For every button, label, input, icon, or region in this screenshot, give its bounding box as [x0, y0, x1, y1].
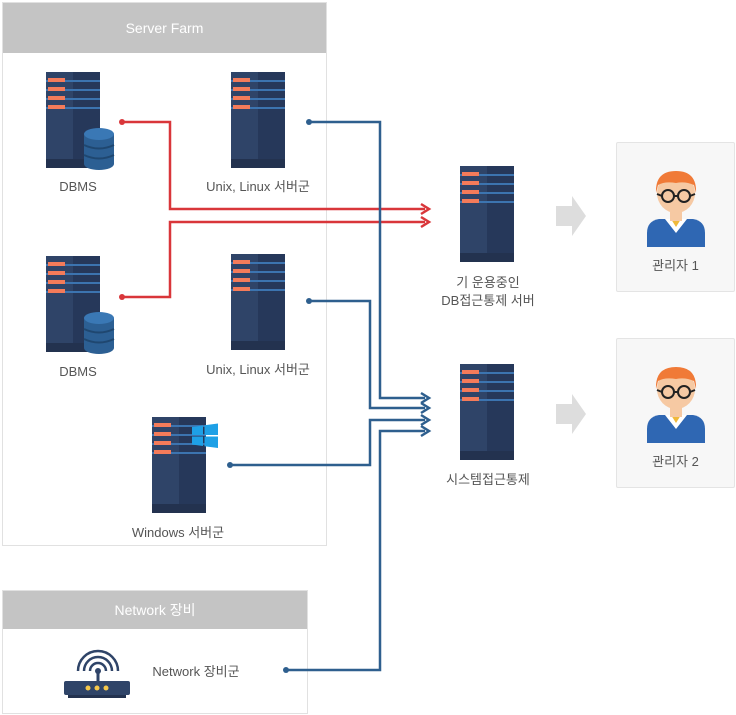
system-access-label: 시스템접근통제 — [446, 472, 530, 487]
windows-logo-icon — [192, 423, 218, 448]
network-header: Network 장비 — [3, 591, 307, 629]
database-icon-2 — [83, 311, 115, 355]
existing-db-server — [460, 166, 514, 262]
dbms-label-1: DBMS — [59, 179, 97, 194]
unix-label-1: Unix, Linux 서버군 — [206, 179, 310, 194]
existing-db-label-line2: DB접근통제 서버 — [441, 293, 535, 308]
unix-server-2 — [231, 254, 285, 350]
dbms-label-2: DBMS — [59, 364, 97, 379]
admin-user-icon-1 — [646, 170, 706, 248]
windows-label: Windows 서버군 — [131, 525, 225, 540]
existing-db-label-line1: 기 운용중인 — [456, 275, 520, 290]
admin-user-icon-2 — [646, 366, 706, 444]
server-farm-header: Server Farm — [3, 3, 326, 53]
blue-connections — [227, 119, 432, 673]
admin-label-1: 관리자 1 — [652, 258, 699, 273]
system-access-server — [460, 364, 514, 460]
unix-label-2: Unix, Linux 서버군 — [206, 362, 310, 377]
network-panel: Network 장비 — [2, 590, 308, 714]
network-group-label: Network 장비군 — [152, 664, 240, 679]
unix-server-1 — [231, 72, 285, 168]
network-title: Network 장비 — [114, 602, 196, 618]
red-connections — [119, 119, 432, 300]
server-farm-title: Server Farm — [125, 20, 204, 36]
router-icon — [64, 649, 130, 698]
arrow-icon-1 — [556, 196, 586, 236]
arrow-icon-2 — [556, 394, 586, 434]
database-icon-1 — [83, 127, 115, 171]
admin-label-2: 관리자 2 — [652, 454, 699, 469]
